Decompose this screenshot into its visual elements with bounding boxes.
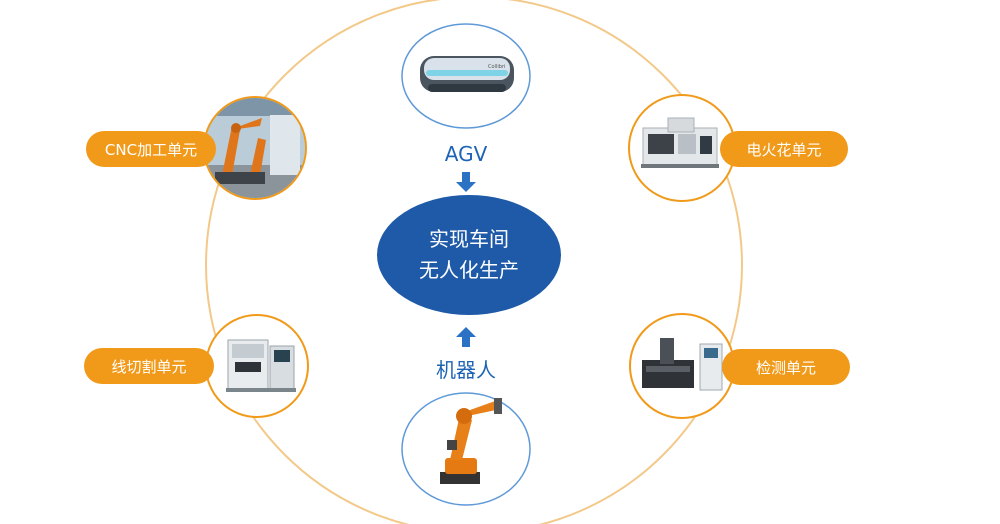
center-goal: 实现车间 无人化生产 (377, 195, 561, 315)
agv-icon: Collibri (401, 23, 531, 129)
center-line-2: 无人化生产 (419, 258, 519, 282)
wire-cut-machine-icon (205, 314, 309, 418)
arrow-up-icon (456, 327, 476, 347)
wire-cut-unit-label: 线切割单元 (84, 348, 214, 384)
edm-unit-label: 电火花单元 (720, 131, 848, 167)
robot-label: 机器人 (436, 358, 496, 382)
cnc-cell-photo-icon (203, 96, 307, 200)
outer-ring (205, 0, 743, 524)
agv-brand-text: Collibri (488, 64, 505, 70)
inspection-unit-label: 检测单元 (722, 349, 850, 385)
industrial-robot-icon (401, 392, 531, 506)
edm-machine-icon (628, 94, 736, 202)
cnc-unit-label: CNC加工单元 (86, 131, 216, 167)
center-line-1: 实现车间 (429, 227, 509, 251)
inspection-machine-icon (629, 313, 735, 419)
arrow-down-icon (456, 172, 476, 192)
agv-label: AGV (444, 142, 488, 166)
